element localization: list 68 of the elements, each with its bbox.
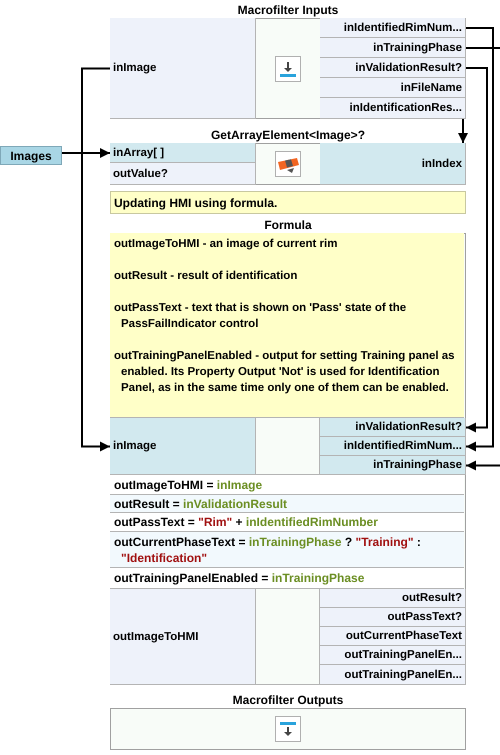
port-cell [320,456,466,475]
port-cell [320,38,466,58]
port-cell [110,18,256,119]
port-label: outPassText? [387,611,462,623]
port-cell [110,143,256,163]
port-label: outValue? [113,168,168,180]
port-label: outTrainingPanelEn... [344,668,462,680]
block-title: GetArrayElement<Image>? [210,127,366,142]
port-label: inIdentifiedRimNum... [344,22,462,34]
description-paragraph: outResult - result of identification [114,269,298,284]
arrow [81,68,110,452]
description-paragraph: outPassText - text that is shown on 'Pass' state of the PassFailIndicator control [114,301,408,332]
source-label: Images [10,148,52,162]
port-cell [320,589,466,608]
port-label: outResult? [402,592,462,604]
port-cell [320,78,466,98]
port-cell [110,163,256,185]
arrow [466,460,500,470]
formula-row [110,495,464,513]
port-cell [320,143,466,185]
formula-expression: outPassText = "Rim" + inIdentifiedRimNumber [114,514,378,530]
port-label: inArray[ ] [113,146,164,158]
port-cell [320,627,466,646]
description-panel [110,233,464,418]
port-label: outCurrentPhaseText [346,630,462,642]
port-cell [320,608,466,627]
port-cell [320,437,466,456]
port-cell [320,18,466,38]
block-title: Macrofilter Outputs [232,692,344,707]
port-label: inImage [113,62,156,74]
port-cell [320,98,466,119]
connector-line [466,47,500,49]
port-cell [320,418,466,437]
port-cell [110,418,256,475]
port-label: inIndex [422,158,462,170]
comment-text: Updating HMI using formula. [114,196,278,210]
port-label: inIdentificationRes... [350,102,462,114]
formula-row [110,513,464,532]
description-paragraph: outImageToHMI - an image of current rim [114,237,338,252]
port-label: inFileName [400,82,462,94]
formula-row [110,568,464,589]
port-cell [320,665,466,685]
port-cell [320,58,466,78]
comment-box [110,191,466,214]
port-label: inTrainingPhase [373,42,462,54]
arrow [466,27,494,452]
port-label: outTrainingPanelEn... [344,649,462,661]
port-label: inImage [113,440,156,452]
formula-expression: outCurrentPhaseText = inTrainingPhase ? "Training" : "Identification" [114,534,422,566]
formula-expression: outTrainingPanelEnabled = inTrainingPhase [114,570,364,586]
block-title: Formula [263,217,313,232]
formula-expression: outImageToHMI = inImage [114,476,262,492]
port-label: inTrainingPhase [373,459,462,471]
port-cell [110,589,256,685]
formula-row [110,532,464,568]
arrow [62,148,110,158]
arrow [458,119,468,143]
block-title: Macrofilter Inputs [236,2,340,17]
port-label: outImageToHMI [113,630,198,642]
arrow [466,67,488,432]
port-label: inValidationResult? [355,62,462,74]
port-cell [320,646,466,665]
formula-row [110,475,464,495]
description-paragraph: outTrainingPanelEnabled - output for setting Training panel as enabled. Its Property Output 'Not' is used for Identification Panel, as in the same time only one of them can be enabled. [114,349,456,396]
port-label: inIdentifiedRimNum... [344,440,462,452]
formula-expression: outResult = inValidationResult [114,496,288,512]
port-label: inValidationResult? [355,421,462,433]
data-source-box [0,146,62,165]
